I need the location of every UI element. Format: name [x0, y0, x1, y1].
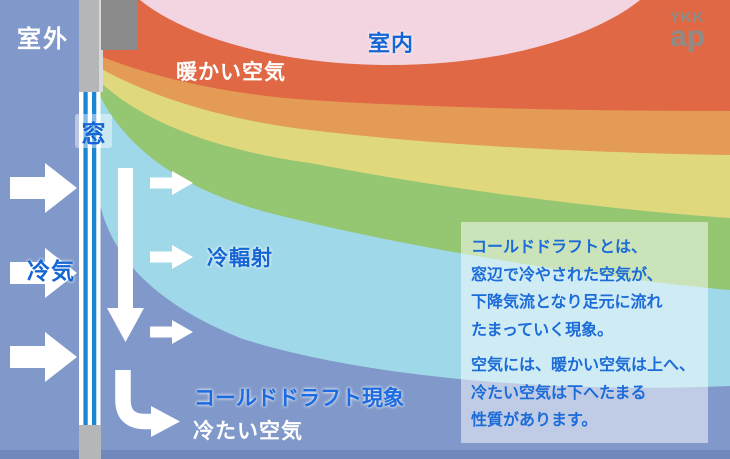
explanation-line: コールドドラフトとは、 [471, 239, 648, 256]
cold-radiation-label: 冷輻射 [207, 247, 273, 270]
wall-header-block [101, 0, 137, 50]
explanation-line: 冷たい空気は下へたまる [471, 384, 647, 402]
window-frame-bottom [79, 425, 101, 459]
explanation-paragraph-1: コールドドラフトとは、 窓辺で冷やされた空気が、 下降気流となり足元に流れ たま… [471, 234, 698, 344]
window-label: 窓 [81, 120, 106, 148]
explanation-line: 窓辺で冷やされた空気が、 [471, 266, 663, 284]
band-room-warmest-pink [140, 0, 640, 65]
window-glass [79, 88, 101, 428]
warm-air-label: 暖かい空気 [176, 61, 286, 84]
cold-air-label: 冷気 [27, 258, 75, 284]
window-frame-top [79, 0, 101, 92]
window-label-tag: 窓 [75, 114, 112, 148]
floor-flow-curved-arrow-head [151, 406, 180, 437]
explanation-line: 性質があります。 [471, 412, 598, 429]
ykk-ap-logo: YKK ap [670, 10, 705, 52]
cold-radiation-arrow-1 [150, 171, 193, 195]
explanation-paragraph-2: 空気には、暖かい空気は上へ、 冷たい空気は下へたまる 性質があります。 [471, 352, 698, 435]
indoor-label: 室内 [368, 31, 415, 56]
floor-flow-curved-arrow-shaft [115, 370, 152, 430]
ykk-ap-logo-line2: ap [670, 20, 706, 53]
cold-draft-phenomenon-label: コールドドラフト現象 [194, 387, 404, 410]
downdraft-arrow [107, 168, 144, 342]
cold-radiation-arrow-3 [150, 320, 193, 344]
outdoor-cold-air-arrow-2 [10, 248, 77, 298]
cold-radiation-arrow-2 [150, 245, 193, 269]
glass-stripe-1 [83, 88, 88, 428]
glass-stripe-2 [92, 88, 97, 428]
ykk-ap-logo-line1: YKK [670, 9, 705, 26]
explanation-line: たまっていく現象。 [471, 321, 614, 339]
outdoor-label: 室外 [17, 26, 69, 53]
outdoor-cold-air-arrow-1 [10, 163, 77, 213]
cold-air-bottom-label: 冷たい空気 [193, 420, 303, 443]
explanation-line: 空気には、暖かい空気は上へ、 [471, 357, 696, 374]
floor-strip [0, 450, 730, 459]
airflow-arrows [10, 163, 193, 437]
explanation-box: コールドドラフトとは、 窓辺で冷やされた空気が、 下降気流となり足元に流れ たま… [461, 222, 708, 443]
outdoor-cold-air-arrow-3 [10, 332, 77, 382]
explanation-line: 下降気流となり足元に流れ [471, 294, 663, 311]
